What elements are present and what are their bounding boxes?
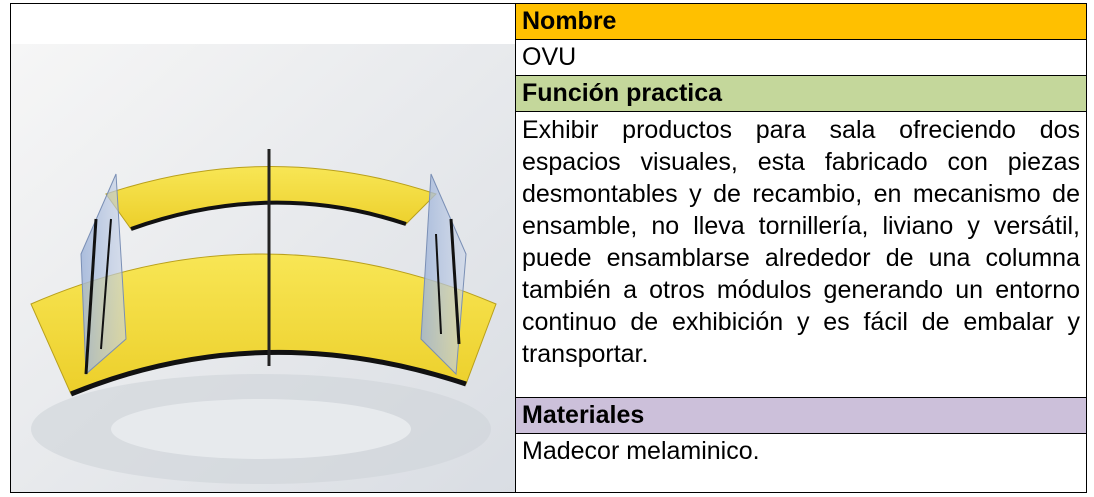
funcion-header: Función practica	[516, 76, 1086, 112]
product-image-cell	[11, 4, 516, 492]
nombre-header: Nombre	[516, 4, 1086, 40]
product-table: Nombre OVU Función practica Exhibir prod…	[10, 3, 1087, 493]
materiales-value: Madecor melaminico.	[522, 437, 760, 465]
ovu-display-module-render	[11, 44, 515, 492]
product-info-column: Nombre OVU Función practica Exhibir prod…	[516, 4, 1086, 492]
nombre-value: OVU	[516, 40, 1086, 76]
funcion-description: Exhibir productos para sala ofreciendo d…	[516, 112, 1086, 398]
materiales-header: Materiales	[516, 398, 1086, 434]
